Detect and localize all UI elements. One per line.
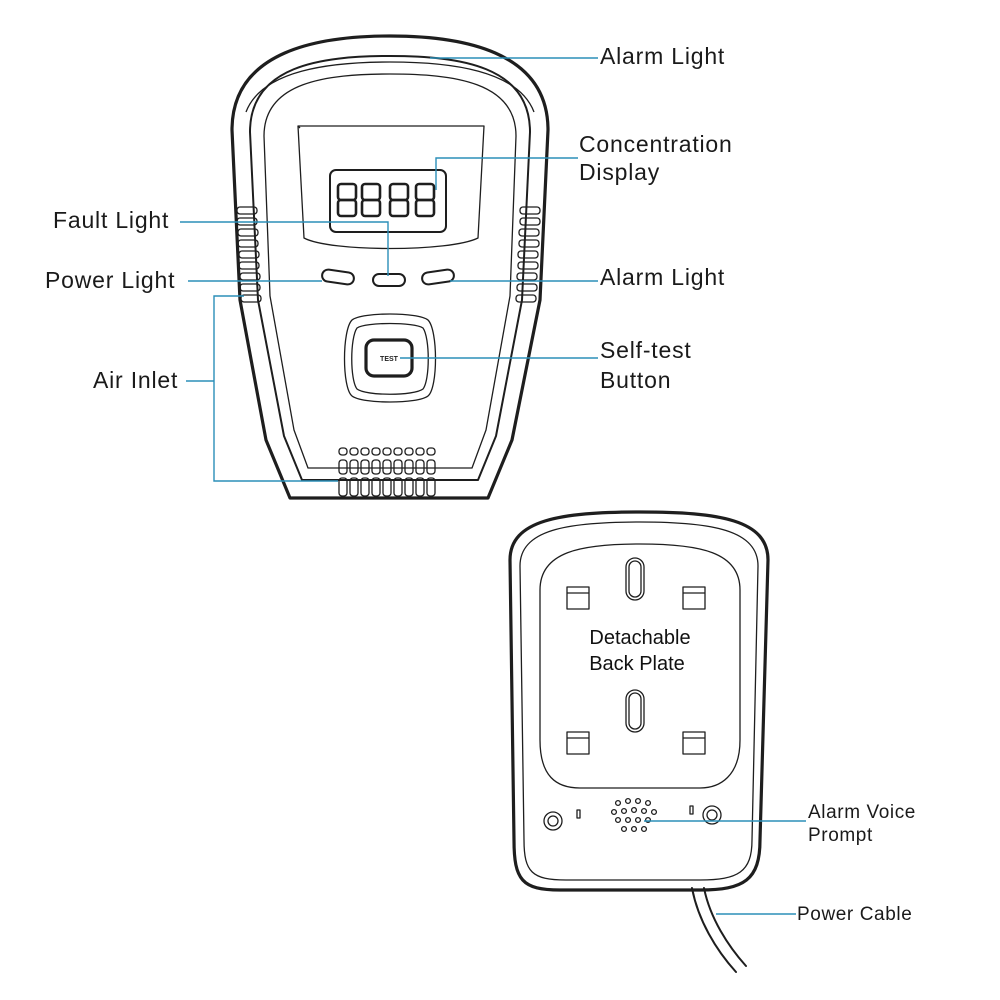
vent-slot xyxy=(349,447,359,456)
vent-slot xyxy=(415,447,425,456)
power-light-indicator xyxy=(321,268,355,286)
label-fault-light: Fault Light xyxy=(53,207,169,233)
back-view-device xyxy=(508,510,770,973)
label-alarm-light-right: Alarm Light xyxy=(600,264,725,290)
side-vents-left xyxy=(236,206,262,303)
label-power-light: Power Light xyxy=(45,267,175,293)
vent-slot xyxy=(360,477,370,497)
vent-slot xyxy=(426,447,436,456)
label-power-cable: Power Cable xyxy=(797,904,912,925)
label-alarm-voice-line2: Prompt xyxy=(808,825,873,846)
vent-slot xyxy=(371,477,381,497)
vent-slot xyxy=(338,447,348,456)
power-cable xyxy=(691,887,737,973)
vent-slot xyxy=(349,459,359,475)
label-back-plate-line1: Detachable xyxy=(589,627,690,649)
label-back-plate-line2: Back Plate xyxy=(589,653,685,675)
vent-slot xyxy=(415,459,425,475)
label-concentration-display-line2: Display xyxy=(579,159,660,185)
label-self-test-line2: Button xyxy=(600,367,671,393)
speaker-grille-icon xyxy=(610,797,658,833)
label-concentration-display-line1: Concentration xyxy=(579,131,733,157)
label-air-inlet: Air Inlet xyxy=(93,367,178,393)
vent-slot xyxy=(360,447,370,456)
vent-slot xyxy=(404,459,414,475)
front-view-device: TEST xyxy=(230,34,550,500)
vent-slot xyxy=(371,447,381,456)
vent-slot xyxy=(404,477,414,497)
vent-slot xyxy=(426,459,436,475)
vent-slot xyxy=(415,477,425,497)
vent-slot xyxy=(404,447,414,456)
screw-icon xyxy=(702,805,722,825)
leader-lines xyxy=(180,57,806,915)
vent-slot xyxy=(393,477,403,497)
vent-slot xyxy=(338,459,348,475)
label-alarm-light-top: Alarm Light xyxy=(600,43,725,69)
vent-slot xyxy=(382,459,392,475)
bottom-vents xyxy=(338,447,436,497)
label-alarm-voice-line1: Alarm Voice xyxy=(808,802,916,823)
test-button-label: TEST xyxy=(380,356,399,363)
vent-slot xyxy=(393,447,403,456)
vent-slot xyxy=(338,477,348,497)
vent-slot xyxy=(360,459,370,475)
label-self-test-line1: Self-test xyxy=(600,337,692,363)
vent-slot xyxy=(382,447,392,456)
display-digits xyxy=(336,182,436,218)
fault-light-indicator xyxy=(372,273,406,287)
vent-slot xyxy=(382,477,392,497)
vent-slot xyxy=(393,459,403,475)
alarm-light-indicator xyxy=(421,268,455,286)
vent-slot xyxy=(371,459,381,475)
vent-slot xyxy=(426,477,436,497)
side-vents-right xyxy=(515,206,541,303)
vent-slot xyxy=(349,477,359,497)
screw-icon xyxy=(543,811,563,831)
